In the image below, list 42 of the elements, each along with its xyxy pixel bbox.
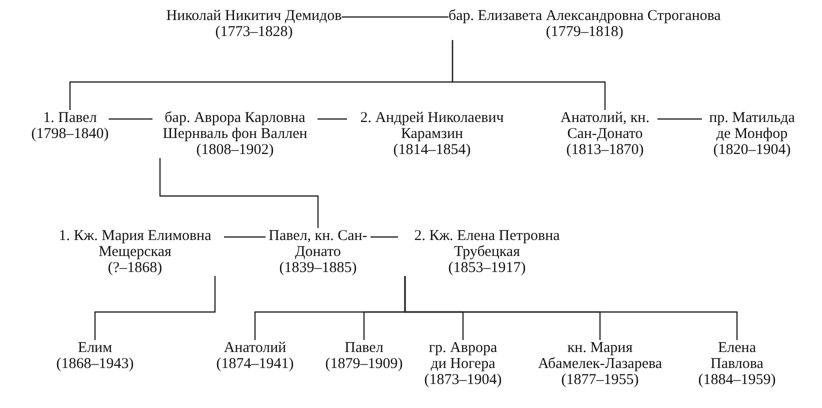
life-dates: (1808–1902) xyxy=(195,142,275,158)
marriage-line xyxy=(342,16,448,18)
person-name: Елим xyxy=(76,340,114,356)
marriage-line xyxy=(658,118,702,120)
person-name: кн. Мария Абамелек-Лазарева xyxy=(536,340,664,372)
marriage-line xyxy=(370,236,398,238)
descent-line xyxy=(159,158,319,228)
marriage-line xyxy=(224,236,266,238)
life-dates: (1773–1828) xyxy=(214,24,294,40)
life-dates: (1877–1955) xyxy=(560,372,640,388)
person-name: Павел, кн. Сан-Донато xyxy=(268,228,368,260)
life-dates: (1873–1904) xyxy=(423,372,503,388)
person-name: Анатолий xyxy=(222,340,288,356)
life-dates: (1798–1840) xyxy=(31,126,109,142)
descent-line xyxy=(404,276,738,340)
person-name: 2. Андрей Николаевич Карамзин xyxy=(359,110,505,142)
life-dates: (1874–1941) xyxy=(216,356,294,372)
life-dates: (1879–1909) xyxy=(325,356,403,372)
person-name: 2. Кж. Елена Петровна Трубецкая xyxy=(413,228,561,260)
person-name: бар. Аврора Карловна Шернваль фон Валлен xyxy=(162,110,308,142)
marriage-line xyxy=(108,118,152,120)
life-dates: (1814–1854) xyxy=(392,142,472,158)
person-name: Павел xyxy=(344,340,384,356)
life-dates: (1839–1885) xyxy=(278,260,358,276)
life-dates: (1779–1818) xyxy=(544,24,624,40)
person-name: Елена Павлова xyxy=(710,340,764,372)
person-name: 1. Павел xyxy=(42,110,98,126)
life-dates: (1884–1959) xyxy=(698,372,776,388)
life-dates: (1813–1870) xyxy=(565,142,645,158)
person-name: Анатолий, кн. Сан-Донато xyxy=(560,110,650,142)
person-name: пр. Матильда де Монфор xyxy=(708,110,796,142)
life-dates: (1853–1917) xyxy=(447,260,527,276)
person-name: гр. Аврора ди Ногера xyxy=(428,340,498,372)
descent-line xyxy=(452,40,606,110)
person-name: Николай Никитич Демидов xyxy=(166,8,342,24)
marriage-line xyxy=(318,118,347,120)
person-name: бар. Елизавета Александровна Строганова xyxy=(448,8,721,24)
life-dates: (1868–1943) xyxy=(56,356,134,372)
person-name: 1. Кж. Мария Елимовна Мещерская xyxy=(58,228,212,260)
descent-line xyxy=(94,276,216,340)
life-dates: (1820–1904) xyxy=(712,142,792,158)
life-dates: (?–1868) xyxy=(106,260,164,276)
